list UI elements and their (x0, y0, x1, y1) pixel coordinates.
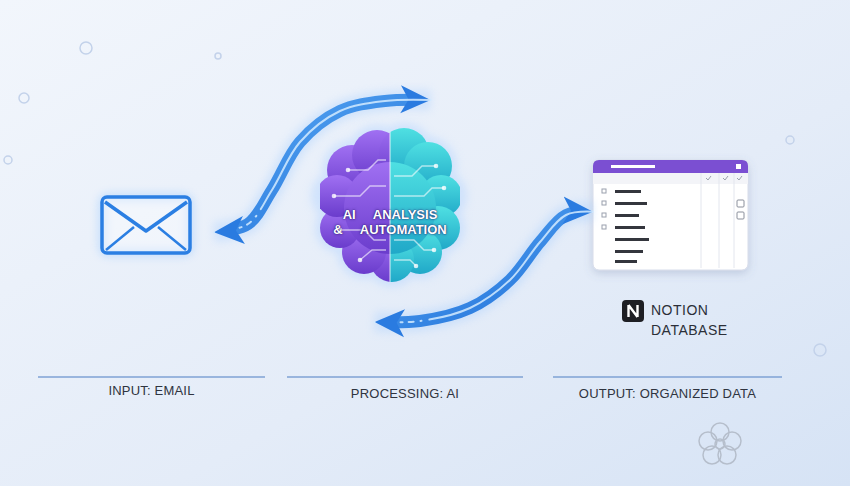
row-checkbox (602, 213, 606, 217)
envelope-icon (102, 197, 190, 253)
row-bar (615, 226, 645, 229)
connector-glow (214, 100, 431, 232)
circuit-pad (332, 194, 337, 199)
column-rule (38, 376, 265, 378)
column-icon (737, 176, 742, 180)
decor-bubble (4, 156, 12, 164)
notion-logo (622, 300, 644, 322)
grid-line (719, 173, 720, 268)
circuit-trace (394, 166, 436, 176)
row-bar (615, 190, 641, 193)
circuit-trace (360, 250, 386, 260)
envelope-flap (105, 202, 187, 231)
database-node: NOTION DATABASEOUTPUT: ORGANIZED DATA (593, 160, 748, 270)
column-icon (723, 176, 728, 180)
card-body (593, 160, 748, 270)
header-bar (611, 165, 655, 168)
grid-line (701, 173, 702, 268)
envelope-fold (106, 227, 186, 250)
decor-bubbles (4, 42, 826, 356)
date-icon (737, 212, 744, 219)
row-bar (615, 260, 637, 263)
circuit-trace (394, 260, 416, 266)
decor-bubble (814, 344, 826, 356)
column-caption: INPUT: EMAIL (38, 383, 265, 399)
envelope-body (102, 197, 190, 253)
column-caption: PROCESSING: AI (287, 386, 523, 402)
circuit-pad (434, 164, 439, 169)
curved-arrow (375, 212, 593, 323)
column-rules (38, 376, 782, 378)
ai-node: AI ANALYSIS & AUTOMATIONPROCESSING: AI (320, 100, 460, 322)
decor-bubble (19, 93, 29, 103)
brain-left-half (320, 128, 390, 282)
watermark-petal (699, 432, 717, 450)
connector-glow (375, 212, 593, 323)
email-node: INPUT: EMAIL (100, 195, 214, 257)
connector-group (214, 100, 431, 232)
decor-bubble (215, 53, 221, 59)
circuit-pad (358, 258, 363, 263)
row-bar (615, 214, 639, 217)
row-checkbox (602, 201, 606, 205)
grid-line (734, 173, 735, 268)
column-head-row (593, 173, 748, 184)
row-checkbox (602, 225, 606, 229)
circuit-dots (214, 100, 431, 232)
logo-tile (622, 300, 644, 322)
circuit-trace (348, 160, 386, 170)
node-shape (100, 195, 214, 257)
card-header (593, 160, 748, 173)
column-icon (706, 176, 711, 180)
watermark-center (715, 439, 725, 449)
row-bar (615, 202, 647, 205)
date-icon (737, 200, 744, 207)
watermark-flower (699, 423, 741, 464)
circuit-trace (394, 188, 444, 196)
database-card (593, 160, 748, 270)
connector-group (375, 212, 593, 323)
circuit-dots (375, 212, 593, 323)
column-rule (553, 376, 782, 378)
brain-glow (311, 123, 467, 287)
brain-right-half (390, 128, 460, 282)
circuit-pad (414, 264, 419, 269)
decor-bubble (786, 136, 794, 144)
header-dot (736, 164, 741, 169)
row-checkbox (602, 189, 606, 193)
node-shape (593, 160, 748, 270)
envelope-glow (102, 197, 190, 253)
curved-arrow (214, 100, 431, 232)
logo-glyph (629, 305, 638, 317)
brain-label: AI ANALYSIS & AUTOMATION (331, 207, 449, 237)
circuit-trace (394, 240, 434, 250)
circuit-trace (334, 186, 386, 196)
circuit-pad (432, 248, 437, 253)
circuit-pad (346, 168, 351, 173)
brain-icon (311, 123, 467, 287)
decor-bubble (80, 42, 92, 54)
column-rule (287, 376, 523, 378)
column-caption: OUTPUT: ORGANIZED DATA (553, 386, 782, 402)
database-heading: NOTION DATABASE (651, 300, 741, 340)
row-bar (615, 238, 649, 241)
circuit-pad (442, 186, 447, 191)
row-bar (615, 250, 643, 253)
